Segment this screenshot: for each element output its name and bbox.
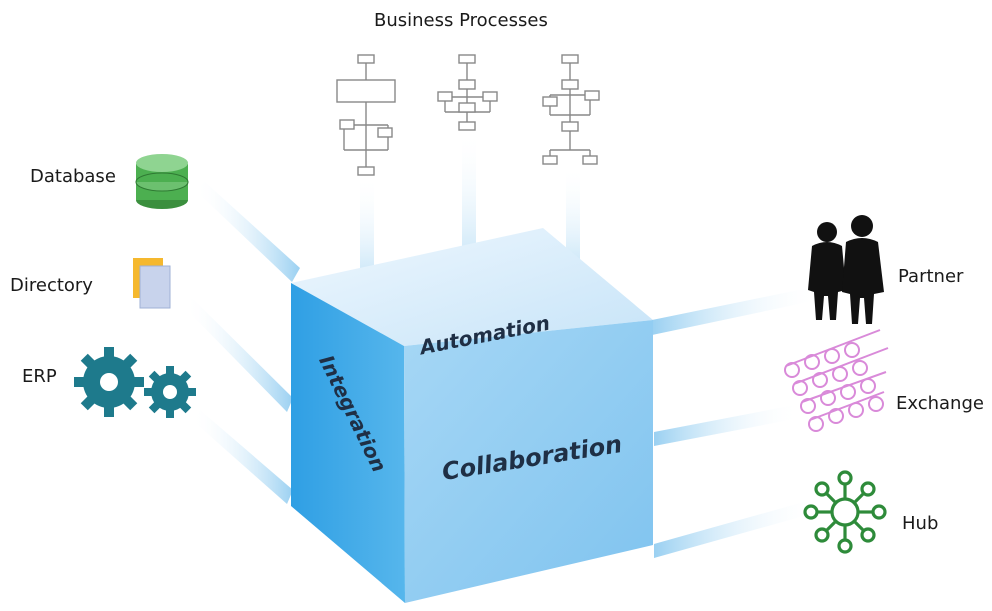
directory-connector bbox=[185, 298, 293, 412]
left-connectors bbox=[185, 182, 300, 504]
exchange-connector bbox=[654, 404, 800, 446]
process-flow-icon bbox=[437, 54, 498, 131]
cube: Automation Integration Collaboration bbox=[291, 228, 653, 603]
partner-silhouette-icon bbox=[808, 215, 884, 324]
partner-label: Partner bbox=[898, 266, 964, 287]
exchange-mesh-icon bbox=[784, 329, 889, 432]
process-flow-icon bbox=[542, 54, 600, 165]
database-connector bbox=[195, 182, 300, 282]
hub-icon bbox=[803, 470, 887, 554]
hub-connector bbox=[654, 498, 818, 558]
directory-icon bbox=[133, 258, 171, 309]
partner-connector bbox=[652, 286, 818, 335]
hub-label: Hub bbox=[902, 513, 939, 534]
cube-left-face bbox=[291, 283, 405, 603]
database-label: Database bbox=[30, 166, 116, 187]
process-flow-icon bbox=[336, 54, 396, 176]
cube-front-face bbox=[404, 320, 653, 603]
erp-label: ERP bbox=[22, 366, 57, 387]
right-connectors bbox=[652, 286, 818, 558]
cube-top-face bbox=[291, 228, 653, 346]
database-icon bbox=[135, 154, 189, 209]
erp-connector bbox=[192, 410, 293, 504]
business-processes-label: Business Processes bbox=[374, 10, 548, 31]
directory-label: Directory bbox=[10, 275, 93, 296]
exchange-label: Exchange bbox=[896, 393, 984, 414]
gears-icon bbox=[74, 347, 196, 418]
